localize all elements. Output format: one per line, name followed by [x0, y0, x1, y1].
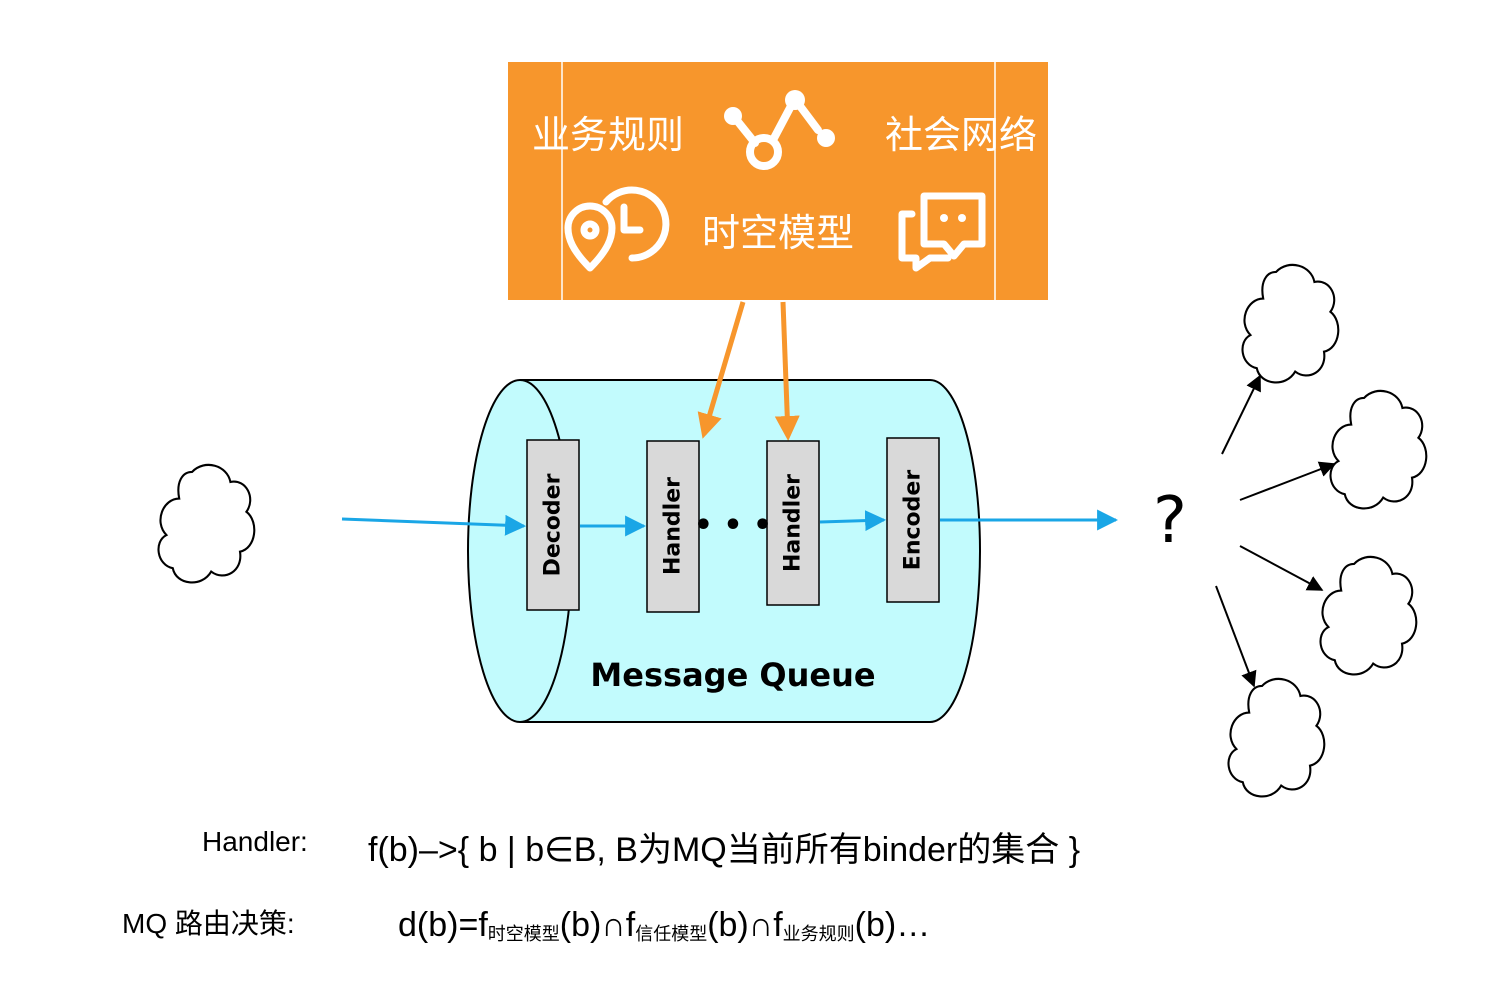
- ellipsis-dots: • • •: [694, 508, 772, 543]
- stage-handler-2: Handler: [766, 440, 820, 606]
- output-cloud-4: [1227, 677, 1326, 798]
- input-cloud: [157, 463, 256, 584]
- mq-def-sub-1: 时空模型: [487, 924, 560, 944]
- handler-label: Handler:: [202, 826, 308, 857]
- spatiotemporal-model-label: 时空模型: [702, 211, 854, 255]
- stage-encoder: Encoder: [886, 437, 940, 603]
- fanout-arrow-4: [1215, 585, 1257, 688]
- stage-handler-1-label: Handler: [661, 477, 686, 575]
- mq-def-part-2: (b)∩f: [559, 906, 636, 944]
- fanout-arrow-3: [1239, 545, 1324, 591]
- mq-def-part-1: d(b)=f: [398, 906, 488, 944]
- message-queue-title: Message Queue: [590, 656, 875, 694]
- mq-def-sub-3: 业务规则: [782, 924, 855, 944]
- arrow-input-to-decoder: [341, 514, 527, 536]
- stage-handler-2-label: Handler: [781, 474, 806, 572]
- output-cloud-3: [1319, 555, 1418, 676]
- rule-arrow-handler-1: [697, 301, 746, 439]
- social-network-label: 社会网络: [885, 113, 1037, 157]
- mq-routing-label: MQ 路由决策:: [122, 908, 295, 939]
- business-rules-label: 业务规则: [532, 113, 684, 157]
- mq-def-part-3: (b)∩f: [707, 906, 783, 944]
- rule-arrow-handler-2: [774, 301, 800, 441]
- stage-encoder-label: Encoder: [901, 470, 926, 571]
- handler-definition: f(b)–>{ b | b∈B, B为MQ当前所有binder的集合 }: [368, 831, 1081, 869]
- stage-decoder-label: Decoder: [541, 473, 566, 576]
- rules-box: 业务规则 社会网络 时空模型: [508, 62, 1048, 300]
- location-clock-icon: [564, 186, 670, 272]
- rule-arrows: [697, 301, 800, 441]
- fanout-arrow-1: [1221, 374, 1261, 455]
- fanout-arrow-2: [1239, 461, 1336, 501]
- mq-def-part-4: (b)…: [854, 906, 931, 944]
- arrow-handler-to-encoder: [819, 510, 887, 532]
- mq-routing-definition: d(b)=f时空模型(b)∩f信任模型(b)∩f业务规则(b)…: [398, 906, 930, 946]
- chat-bubbles-icon: [898, 192, 986, 272]
- output-cloud-2: [1329, 389, 1428, 510]
- flow-arrows: [341, 509, 1119, 537]
- stage-decoder: Decoder: [526, 439, 580, 611]
- message-queue-cylinder: Message Queue: [467, 379, 981, 723]
- graph-nodes-icon: [724, 90, 835, 170]
- fanout-arrows: [1215, 374, 1336, 688]
- output-question-mark: ?: [1153, 484, 1187, 558]
- stage-handler-1: Handler: [646, 440, 700, 613]
- output-cloud-1: [1241, 263, 1340, 384]
- mq-def-sub-2: 信任模型: [635, 924, 708, 944]
